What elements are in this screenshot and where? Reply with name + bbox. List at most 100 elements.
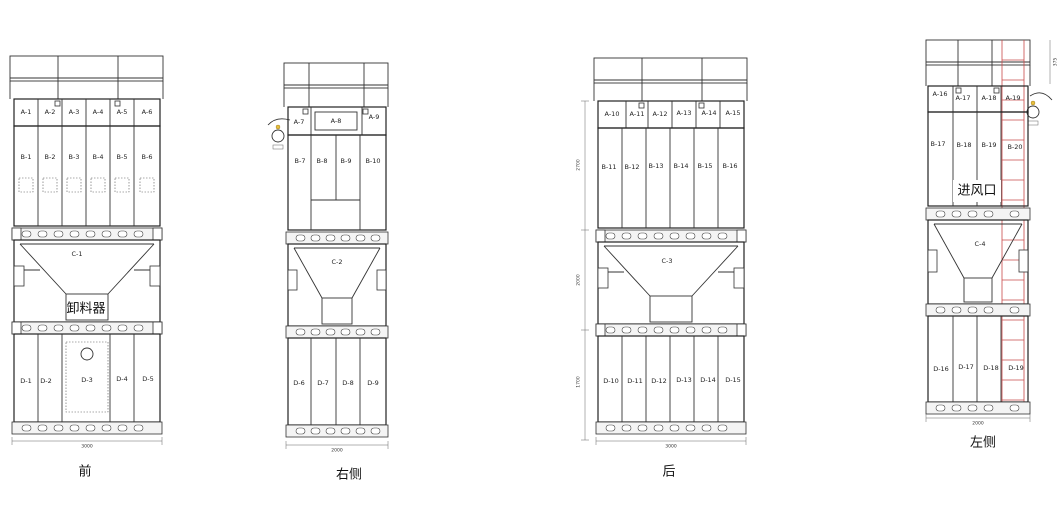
panel-label: B-14 xyxy=(673,162,688,170)
view-caption: 左侧 xyxy=(970,436,996,451)
panel-label: B-15 xyxy=(697,162,712,170)
right-b-band: B-7 B-8 B-9 B-10 xyxy=(287,134,387,231)
back-hopper: C-3 xyxy=(597,241,745,325)
panel-label: D-17 xyxy=(958,363,974,371)
left-ladder xyxy=(1001,40,1025,410)
section-label: C-2 xyxy=(331,258,342,266)
panel-label: B-13 xyxy=(648,162,663,170)
panel-label: B-7 xyxy=(295,157,306,165)
view-caption: 后 xyxy=(662,465,675,480)
panel-label: D-11 xyxy=(627,377,643,385)
side-dimension: 375 xyxy=(1053,58,1059,67)
height-dimension: 2700 xyxy=(576,159,582,171)
width-dimension: 2000 xyxy=(331,448,343,454)
front-b-band: B-1 B-2 B-3 B-4 B-5 B-6 xyxy=(13,125,161,227)
left-a-band: A-16 A-17 A-18 A-19 xyxy=(927,85,1029,113)
front-flange-upper xyxy=(11,227,163,241)
panel-label: A-19 xyxy=(1006,94,1021,102)
panel-label: B-19 xyxy=(981,141,996,149)
air-inlet-label: 进风口 xyxy=(957,184,996,199)
back-a-band: A-10 A-11 A-12 A-13 A-14 A-15 xyxy=(597,100,745,129)
panel-label: D-6 xyxy=(293,379,305,387)
panel-label: A-5 xyxy=(117,108,128,116)
panel-label: B-10 xyxy=(365,157,380,165)
front-flange-lower xyxy=(11,321,163,335)
left-hopper: C-4 xyxy=(927,219,1029,305)
panel-label: D-3 xyxy=(81,376,93,384)
panel-label: D-13 xyxy=(676,376,692,384)
panel-label: A-6 xyxy=(142,108,153,116)
back-view: 2700 2000 1700 A-10 A-11 A-12 A-13 A-14 … xyxy=(576,57,748,480)
front-a-band: A-1 A-2 A-3 A-4 A-5 A-6 xyxy=(13,98,161,127)
section-label: C-4 xyxy=(974,240,985,248)
panel-label: A-8 xyxy=(331,117,342,125)
panel-label: D-18 xyxy=(983,364,999,372)
panel-label: B-4 xyxy=(93,153,104,161)
panel-label: B-20 xyxy=(1007,143,1022,151)
panel-label: B-1 xyxy=(21,153,32,161)
panel-label: B-5 xyxy=(117,153,128,161)
panel-label: B-9 xyxy=(341,157,352,165)
panel-label: D-2 xyxy=(40,377,52,385)
panel-label: D-15 xyxy=(725,376,741,384)
back-d-band: D-10 D-11 D-12 D-13 D-14 D-15 xyxy=(597,335,745,423)
back-flange-upper xyxy=(595,229,747,243)
panel-label: D-8 xyxy=(342,379,354,387)
panel-label: D-16 xyxy=(933,365,949,373)
left-flange-upper xyxy=(925,207,1031,221)
front-d-band: D-1 D-2 D-3 D-4 D-5 xyxy=(13,333,161,423)
panel-label: A-1 xyxy=(21,108,32,116)
panel-label: D-14 xyxy=(700,376,716,384)
panel-label: D-5 xyxy=(142,375,154,383)
panel-label: A-9 xyxy=(369,113,380,121)
panel-label: A-15 xyxy=(726,109,741,117)
left-flange-lower xyxy=(925,303,1031,317)
panel-label: D-9 xyxy=(367,379,379,387)
panel-label: B-3 xyxy=(69,153,80,161)
right-view: A-7 A-8 A-9 B-7 B-8 B-9 B-10 xyxy=(267,62,389,483)
discharger-label: 卸料器 xyxy=(66,301,105,317)
right-flange-upper xyxy=(285,231,389,245)
back-height-dims: 2700 2000 1700 xyxy=(576,100,589,441)
section-label: C-3 xyxy=(661,257,672,265)
height-dimension: 2000 xyxy=(576,274,582,286)
width-dimension: 3000 xyxy=(81,444,93,450)
right-d-band: D-6 D-7 D-8 D-9 xyxy=(287,337,387,426)
panel-label: D-7 xyxy=(317,379,329,387)
panel-label: A-2 xyxy=(45,108,56,116)
view-caption: 前 xyxy=(78,464,91,480)
front-view: A-1 A-2 A-3 A-4 A-5 A-6 B-1 B-2 B-3 B-4 … xyxy=(9,55,164,480)
panel-label: A-11 xyxy=(630,110,645,118)
panel-label: D-1 xyxy=(20,377,32,385)
front-hopper: C-1 卸料器 xyxy=(13,239,161,323)
panel-label: D-19 xyxy=(1008,364,1024,372)
panel-label: A-10 xyxy=(605,110,620,118)
panel-label: A-12 xyxy=(653,110,668,118)
width-dimension: 2000 xyxy=(972,421,984,427)
section-label: C-1 xyxy=(71,250,82,258)
right-flange-lower xyxy=(285,325,389,339)
width-dimension: 3000 xyxy=(665,444,677,450)
back-b-band: B-11 B-12 B-13 B-14 B-15 B-16 xyxy=(597,127,745,229)
panel-label: B-12 xyxy=(624,163,639,171)
front-base: 3000 xyxy=(11,421,163,450)
front-railing xyxy=(9,55,164,99)
panel-label: A-18 xyxy=(982,94,997,102)
height-dimension: 1700 xyxy=(576,376,582,388)
right-base: 2000 xyxy=(285,424,389,454)
panel-label: B-6 xyxy=(142,153,153,161)
panel-label: B-11 xyxy=(601,163,616,171)
back-base: 3000 xyxy=(595,421,747,450)
panel-label: B-16 xyxy=(722,162,737,170)
left-gauge xyxy=(1026,92,1053,126)
view-caption: 右侧 xyxy=(336,468,362,483)
left-railing: 375 xyxy=(925,39,1059,86)
panel-label: B-2 xyxy=(45,153,56,161)
panel-label: A-13 xyxy=(677,109,692,117)
left-view: 375 xyxy=(925,39,1059,451)
panel-label: A-16 xyxy=(933,90,948,98)
left-b-band: B-17 B-18 B-19 B-20 进风口 xyxy=(927,111,1029,207)
panel-label: D-10 xyxy=(603,377,619,385)
panel-label: A-7 xyxy=(294,118,305,126)
right-railing xyxy=(283,62,389,107)
